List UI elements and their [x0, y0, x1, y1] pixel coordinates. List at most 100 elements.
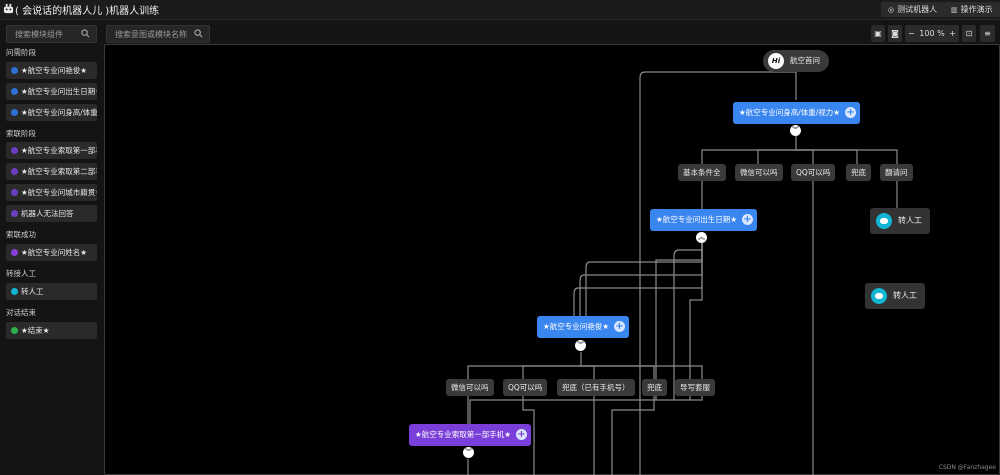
top-bar: ( 会说话的机器人儿 )机器人训练 ◎测试机器人 ▥操作演示	[0, 0, 1000, 20]
watermark: CSDN @Fanzhagee	[938, 464, 996, 471]
module-dot-icon	[11, 67, 18, 74]
module-dot-icon	[11, 168, 18, 175]
transfer-human-node[interactable]: 转人工	[865, 283, 925, 309]
module-item[interactable]: 转人工	[6, 283, 97, 300]
layout-button[interactable]: ≡	[980, 25, 995, 42]
branch-label: 导写套服	[680, 383, 710, 392]
module-dot-icon	[11, 288, 18, 295]
zoom-level: 100 %	[919, 29, 945, 38]
flow-node-yan[interactable]: ★航空专业问艳俊★ +	[537, 316, 629, 338]
branch-label: 兜底	[647, 383, 662, 392]
module-item-label: ★航空专业问出生日期★	[21, 87, 97, 96]
flow-node-label: ★航空专业问身高/体重/视力★	[739, 108, 841, 117]
module-dot-icon	[11, 189, 18, 196]
robot-logo-icon	[3, 3, 14, 14]
zoom-out-button[interactable]: −	[908, 29, 915, 38]
module-dot-icon	[11, 327, 18, 334]
module-dot-icon	[11, 147, 18, 154]
branch-label: QQ可以吗	[796, 168, 831, 177]
transfer-label: 转人工	[893, 291, 917, 300]
branch-label: 兜底（已有手机号）	[562, 383, 630, 392]
section-title: 对话结束	[6, 308, 36, 317]
section-title: 问需阶段	[6, 48, 36, 57]
branch-node[interactable]: 微信可以吗	[735, 164, 783, 181]
collapse-chevron-icon[interactable]: ︾	[463, 447, 474, 458]
branch-label: 基本条件全	[683, 168, 721, 177]
search-icon[interactable]	[194, 29, 203, 38]
operation-demo-label: 操作演示	[960, 5, 993, 14]
transfer-label: 转人工	[898, 216, 922, 225]
start-node[interactable]: Hi 航空首问	[763, 50, 829, 72]
module-dot-icon	[11, 88, 18, 95]
branch-label: 翻请问	[885, 168, 908, 177]
section-title: 索联阶段	[6, 129, 36, 138]
module-item-label: ★航空专业问艳俊★	[21, 66, 87, 75]
test-robot-button[interactable]: ◎测试机器人	[881, 2, 945, 17]
module-item-label: 机器人无法回答	[21, 209, 74, 218]
branch-node[interactable]: 翻请问	[880, 164, 913, 181]
branch-node[interactable]: 微信可以吗	[446, 379, 494, 396]
add-branch-icon[interactable]: +	[845, 107, 857, 118]
module-item-label: ★航空专业问城市籍贯★	[21, 188, 97, 197]
screenshot-button[interactable]: ◙	[888, 25, 902, 42]
flow-node-label: ★航空专业索取第一部手机★	[415, 430, 511, 439]
expand-chevron-icon[interactable]: ︽	[696, 232, 707, 243]
section-title: 转接人工	[6, 269, 36, 278]
module-item[interactable]: 机器人无法回答	[6, 205, 97, 222]
add-branch-icon[interactable]: +	[741, 214, 753, 225]
module-item[interactable]: ★航空专业问艳俊★	[6, 62, 97, 79]
branch-node[interactable]: 兜底	[642, 379, 667, 396]
collapse-chevron-icon[interactable]: ︾	[790, 125, 801, 136]
branch-label: QQ可以吗	[508, 383, 543, 392]
section-title: 索联成功	[6, 230, 36, 239]
module-item-label: ★航空专业索取第二部手机★	[21, 167, 97, 176]
branch-label: 兜底	[851, 168, 866, 177]
module-item[interactable]: ★航空专业问出生日期★	[6, 83, 97, 100]
fit-view-button[interactable]: ⊡	[962, 25, 976, 42]
module-item-label: ★结束★	[21, 326, 50, 335]
fit-view-icon: ⊡	[965, 29, 973, 38]
module-item[interactable]: ★航空专业索取第二部手机★	[6, 163, 97, 180]
canvas-search-input[interactable]: 搜索意图或模块名称	[106, 25, 210, 43]
operation-demo-button[interactable]: ▥操作演示	[944, 2, 1000, 17]
menu-lines-icon: ≡	[984, 29, 991, 38]
headset-icon	[871, 288, 887, 304]
branch-label: 微信可以吗	[740, 168, 778, 177]
module-item-label: ★航空专业索取第一部手机★	[21, 146, 97, 155]
zoom-control: − 100 % +	[905, 25, 959, 42]
zoom-in-button[interactable]: +	[949, 29, 956, 38]
search-icon[interactable]	[81, 29, 90, 38]
module-item[interactable]: ★航空专业问城市籍贯★	[6, 184, 97, 201]
branch-node[interactable]: 兜底（已有手机号）	[557, 379, 635, 396]
branch-node[interactable]: 基本条件全	[678, 164, 726, 181]
module-item-label: ★航空专业问姓名★	[21, 248, 87, 257]
flow-node-height[interactable]: ★航空专业问身高/体重/视力★ +	[733, 102, 861, 124]
flow-node-label: ★航空专业问出生日期★	[656, 215, 737, 224]
branch-node[interactable]: 兜底	[846, 164, 871, 181]
headset-icon	[876, 213, 892, 229]
add-branch-icon[interactable]: +	[613, 321, 625, 332]
module-item-label: 转人工	[21, 287, 44, 296]
collapse-chevron-icon[interactable]: ︾	[575, 340, 586, 351]
module-item[interactable]: ★结束★	[6, 322, 97, 339]
module-item[interactable]: ★航空专业索取第一部手机★	[6, 142, 97, 159]
test-robot-label: 测试机器人	[897, 5, 938, 14]
app-title: ( 会说话的机器人儿 )机器人训练	[15, 6, 160, 17]
module-item[interactable]: ★航空专业问身高/体重/视力★	[6, 104, 97, 121]
module-sidebar: 搜索模块组件 问需阶段 ★航空专业问艳俊★ ★航空专业问出生日期★ ★航空专业问…	[0, 20, 100, 475]
hi-icon: Hi	[768, 53, 784, 69]
module-item[interactable]: ★航空专业问姓名★	[6, 244, 97, 261]
add-branch-icon[interactable]: +	[515, 429, 527, 440]
transfer-human-node[interactable]: 转人工	[870, 208, 930, 234]
flow-node-first-phone[interactable]: ★航空专业索取第一部手机★ +	[409, 424, 531, 446]
flow-node-birth-date[interactable]: ★航空专业问出生日期★ +	[650, 209, 757, 231]
save-button[interactable]: ▣	[871, 25, 885, 42]
branch-node[interactable]: QQ可以吗	[503, 379, 548, 396]
module-search-input[interactable]: 搜索模块组件	[6, 25, 97, 43]
branch-label: 微信可以吗	[451, 383, 489, 392]
branch-node[interactable]: QQ可以吗	[791, 164, 836, 181]
headset-icon: ◎	[888, 6, 895, 14]
branch-node[interactable]: 导写套服	[675, 379, 715, 396]
